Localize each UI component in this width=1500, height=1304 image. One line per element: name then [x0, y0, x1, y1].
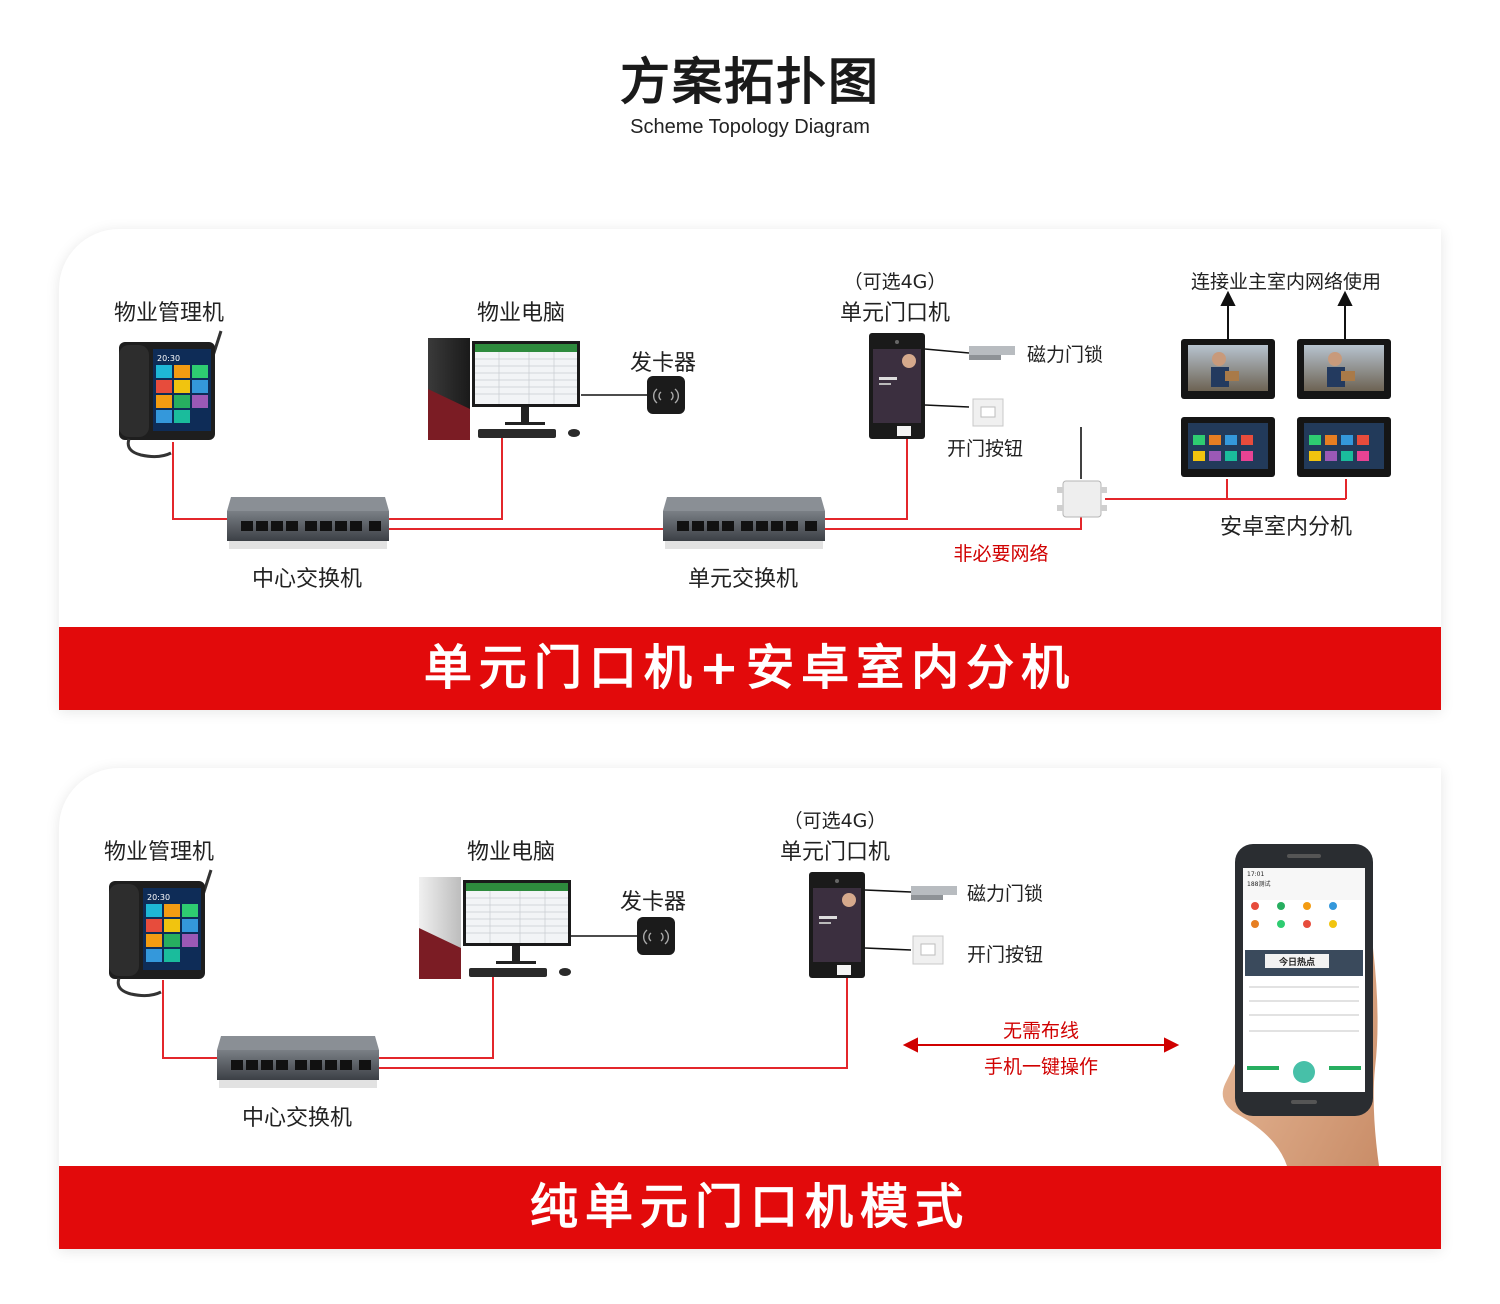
label-property-pc: 物业电脑 [466, 840, 556, 865]
label-optional-4g: （可选4G） [783, 810, 887, 832]
topology-drawing-1: 20:30 [119, 290, 1391, 549]
indoor-monitor-home-icon [1181, 417, 1391, 477]
page-title: 方案拓扑图 [620, 53, 880, 111]
phone-app-name: 188测试 [1247, 880, 1270, 888]
magnetic-lock-icon [911, 886, 957, 900]
mode-banner-android: 单元门口机+安卓室内分机 [59, 627, 1441, 710]
computer-icon [419, 877, 571, 979]
terminal-clock: 20:30 [147, 893, 170, 902]
label-optional-4g: （可选4G） [843, 271, 947, 293]
label-one-key-operation: 手机一键操作 [983, 1056, 1099, 1078]
label-unit-switch: 单元交换机 [687, 567, 799, 592]
up-arrow-icon [1220, 290, 1353, 339]
exit-button-icon [972, 398, 1004, 427]
exit-button-icon [912, 935, 944, 965]
card-reader-icon [647, 376, 685, 414]
property-terminal-icon [119, 330, 223, 459]
topology-panel-door-only: 20:30 17:01 188测试 今日热点 物业管理机 物业电脑 发卡器 （可… [59, 768, 1441, 1249]
label-magnetic-lock: 磁力门锁 [1027, 344, 1104, 366]
label-property-terminal: 物业管理机 [113, 301, 225, 326]
computer-icon [428, 338, 580, 440]
label-central-switch: 中心交换机 [251, 567, 363, 592]
label-optional-network: 非必要网络 [953, 543, 1049, 565]
label-central-switch: 中心交换机 [241, 1106, 353, 1131]
label-property-terminal: 物业管理机 [103, 840, 215, 865]
card-reader-icon [637, 917, 675, 955]
network-cables [172, 437, 1347, 530]
door-unit-icon [869, 333, 925, 439]
network-cables [162, 976, 848, 1069]
label-property-pc: 物业电脑 [476, 301, 566, 326]
unit-switch-icon [663, 497, 825, 549]
device-connections [581, 348, 1082, 479]
page-subtitle: Scheme Topology Diagram [630, 116, 870, 138]
topology-panel-android: 20:30 物业管理机 物业电脑 发卡器 （可选4G） 单元门口机 磁力门锁 开… [59, 229, 1441, 710]
property-terminal-icon [109, 869, 213, 998]
central-switch-icon [227, 497, 389, 549]
terminal-clock: 20:30 [157, 354, 180, 363]
topology-drawing-2: 20:30 17:01 188测试 今日热点 [109, 844, 1379, 1166]
smartphone-icon [1222, 844, 1379, 1166]
label-card-reader: 发卡器 [629, 351, 697, 376]
phone-status-time: 17:01 [1247, 871, 1264, 878]
label-no-wiring: 无需布线 [1002, 1020, 1080, 1042]
double-arrow-icon [902, 1037, 1180, 1053]
label-indoor-unit: 安卓室内分机 [1219, 515, 1353, 540]
label-exit-button: 开门按钮 [967, 944, 1044, 966]
indoor-monitor-video-icon [1181, 339, 1391, 399]
magnetic-lock-icon [969, 346, 1015, 360]
door-unit-icon [809, 872, 865, 978]
phone-news-banner: 今日热点 [1278, 956, 1315, 968]
label-magnetic-lock: 磁力门锁 [967, 883, 1044, 905]
label-door-unit: 单元门口机 [779, 840, 891, 865]
label-door-unit: 单元门口机 [839, 301, 951, 326]
mode-banner-door-only: 纯单元门口机模式 [59, 1166, 1441, 1249]
central-switch-icon [217, 1036, 379, 1088]
label-card-reader: 发卡器 [619, 890, 687, 915]
junction-box-icon [1057, 480, 1107, 518]
label-exit-button: 开门按钮 [947, 438, 1024, 460]
label-home-network: 连接业主室内网络使用 [1190, 271, 1382, 293]
device-connections [571, 889, 912, 951]
